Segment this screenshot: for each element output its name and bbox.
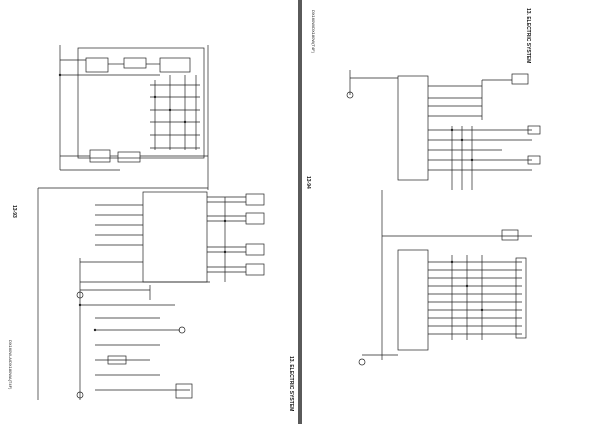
ground-3 [76, 291, 84, 299]
ground-1 [76, 391, 84, 399]
switch-1 [107, 355, 127, 365]
relay-block-1 [85, 57, 109, 73]
relay-top [511, 73, 529, 85]
right-page: 13-94 13. ELECTRIC SYSTEM DX160W/DX180W(… [302, 0, 600, 424]
connector-r1 [527, 125, 541, 135]
lower-controller [397, 249, 429, 351]
relay-block-4 [89, 149, 111, 163]
ground-2 [178, 326, 186, 334]
connector-3 [245, 243, 265, 256]
terminal-strip [515, 257, 527, 339]
connector-2 [245, 212, 265, 225]
right-wiring-diagram [346, 70, 541, 366]
main-controller [142, 191, 208, 283]
right-section-title: 13. ELECTRIC SYSTEM [525, 8, 531, 64]
right-model-code: DX160W/DX180W(T4F) [311, 10, 316, 53]
connector-4 [245, 263, 265, 276]
left-page: 13-93 13. ELECTRIC SYSTEM DX160W-A/DX180… [0, 0, 298, 424]
relay-block-2 [123, 57, 147, 69]
connector-5 [175, 383, 193, 399]
left-page-number: 13-93 [11, 205, 17, 218]
relay-mid [501, 229, 519, 241]
relay-block-3 [159, 57, 191, 73]
connector-1 [245, 193, 265, 206]
ground-bottom [358, 358, 366, 366]
ground-top [346, 91, 354, 99]
left-model-code: DX160W-A/DX180WA(T4F) [8, 340, 13, 390]
left-section-title: 13. ELECTRIC SYSTEM [288, 356, 294, 412]
connector-r2 [527, 155, 541, 165]
right-page-number: 13-94 [305, 176, 311, 189]
upper-controller [397, 75, 429, 181]
controller-block-top [77, 47, 205, 159]
relay-block-5 [117, 151, 141, 163]
left-wiring-diagram [37, 45, 265, 400]
